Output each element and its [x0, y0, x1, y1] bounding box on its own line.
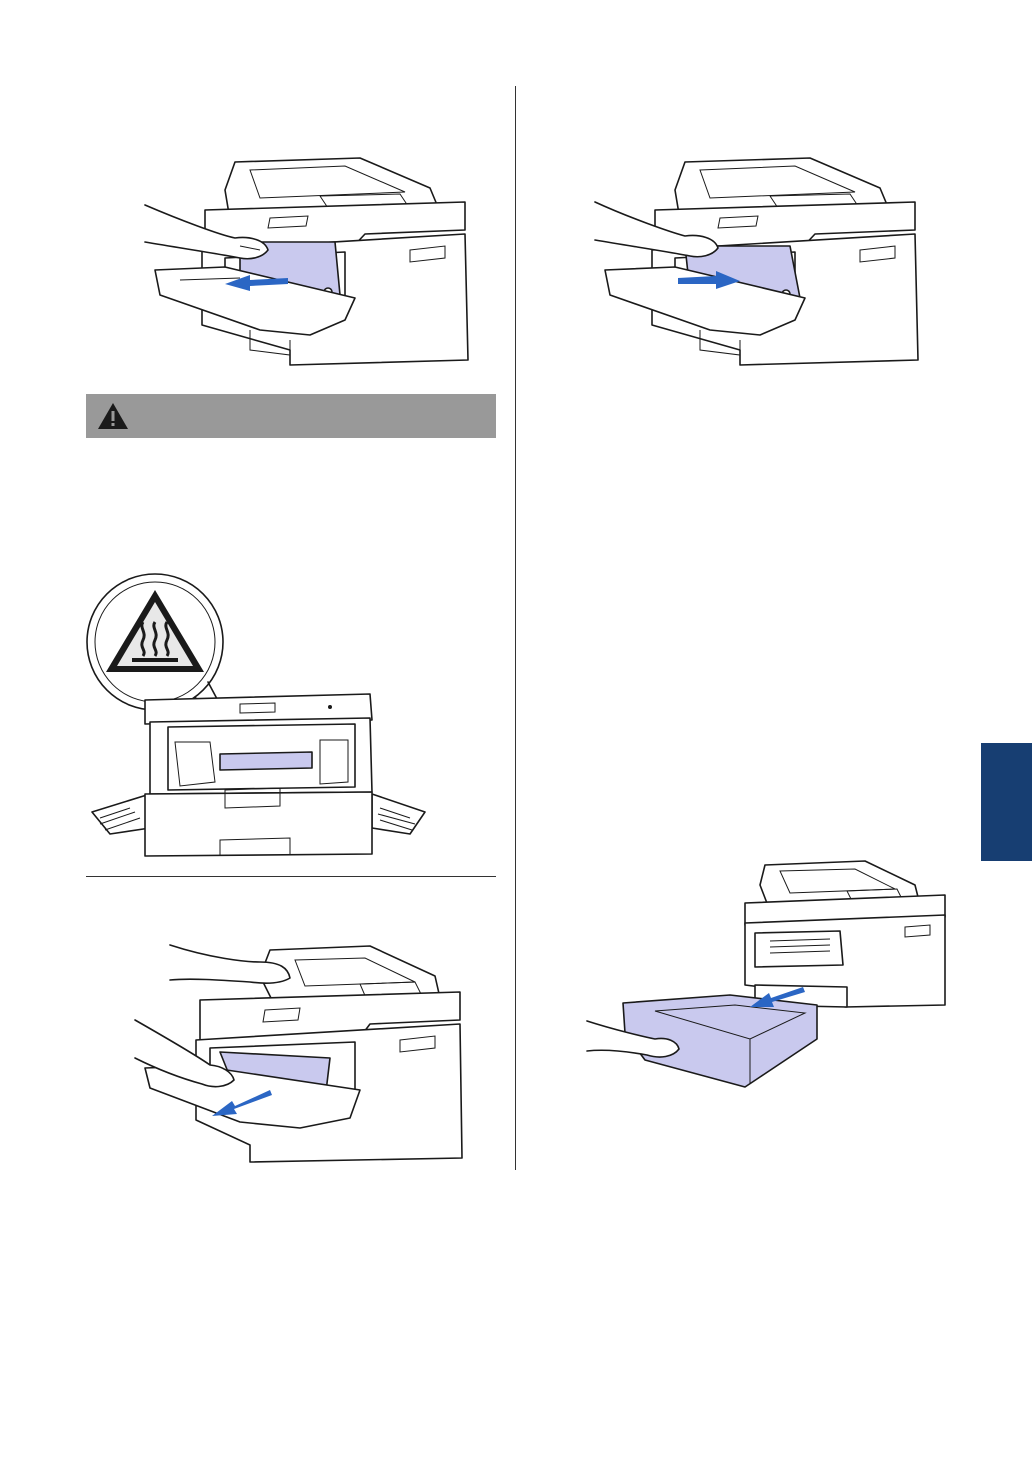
section-rule: [86, 876, 496, 877]
reinstall-toner-drum-assembly-figure: [590, 150, 920, 380]
remove-toner-drum-assembly-figure: [140, 150, 470, 380]
pull-out-paper-tray-figure: [585, 855, 950, 1095]
hot-surface-warning-figure: [80, 572, 435, 862]
chapter-tab[interactable]: [981, 743, 1032, 861]
column-divider: [515, 86, 516, 1170]
warning-triangle-icon: [96, 400, 130, 432]
pull-jammed-paper-figure: [130, 940, 470, 1170]
warning-bar: [86, 394, 496, 438]
